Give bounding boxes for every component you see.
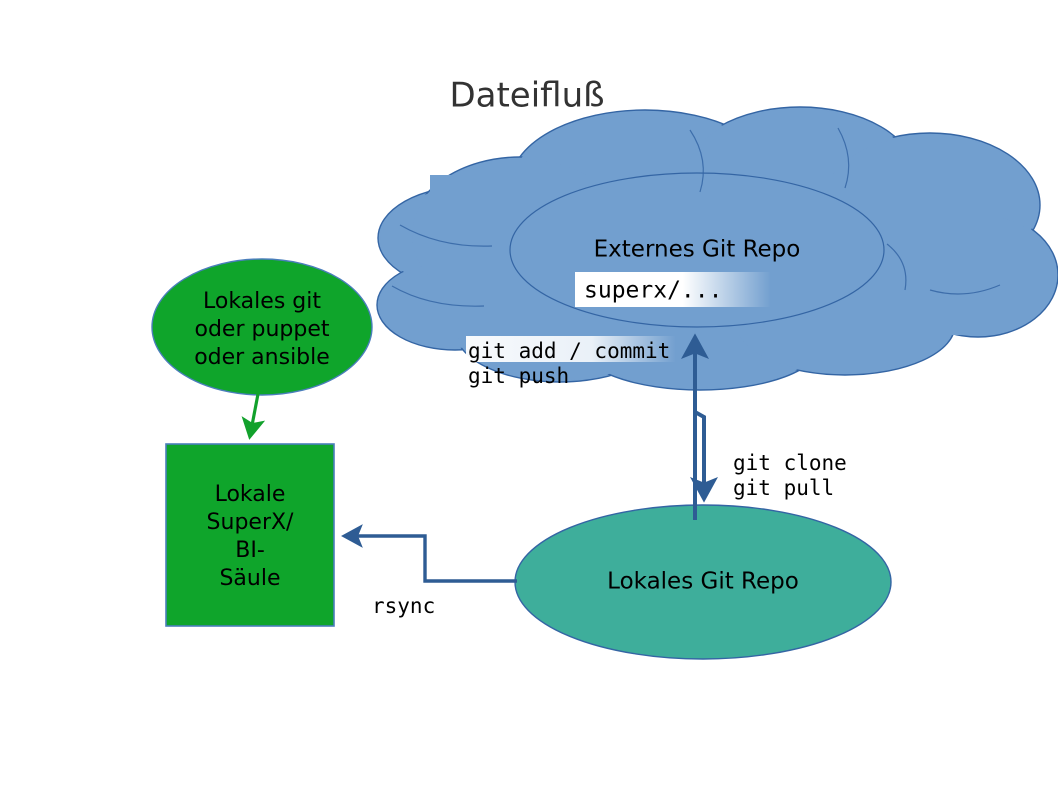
local-tooling-line-1: Lokales git [203,289,321,314]
external-repo-path-chip [575,272,771,307]
edge-provision[interactable] [241,393,266,440]
provision-arrow-line [241,393,266,440]
external-repo-path-label: superx/... [584,278,722,304]
local-superx-line-4: Säule [219,566,280,591]
git-clone-label-line-2: git pull [733,476,834,500]
local-tooling-ellipse [151,258,373,396]
git-push-label-line-2: git push [468,364,569,388]
git-push-label-chip [466,336,676,362]
edge-git-push[interactable]: git add / commit git push [466,333,709,520]
local-tooling-line-3: oder ansible [194,345,330,370]
local-superx-rect [165,443,335,627]
git-clone-arrow-line [690,372,718,503]
edge-rsync[interactable]: rsync [341,524,517,618]
edge-git-clone[interactable]: git clone git pull [690,372,847,503]
rsync-label: rsync [372,594,435,618]
local-superx-line-3: BI- [235,538,265,563]
node-local-git-repo[interactable]: Lokales Git Repo [514,504,892,660]
git-clone-label-line-1: git clone [733,451,847,475]
node-local-superx[interactable]: Lokale SuperX/ BI- Säule [165,443,335,627]
page-title: Dateifluß [449,76,604,116]
cloud-inner-ellipse [509,172,885,328]
node-local-tooling[interactable]: Lokales git oder puppet oder ansible [151,258,373,396]
local-tooling-line-2: oder puppet [195,317,330,342]
local-superx-line-2: SuperX/ [207,510,295,535]
local-repo-label: Lokales Git Repo [607,569,799,595]
git-push-label-line-1: git add / commit [468,339,670,363]
external-repo-label: Externes Git Repo [594,237,801,263]
rsync-arrow-line [341,524,517,583]
local-superx-line-1: Lokale [215,482,286,507]
